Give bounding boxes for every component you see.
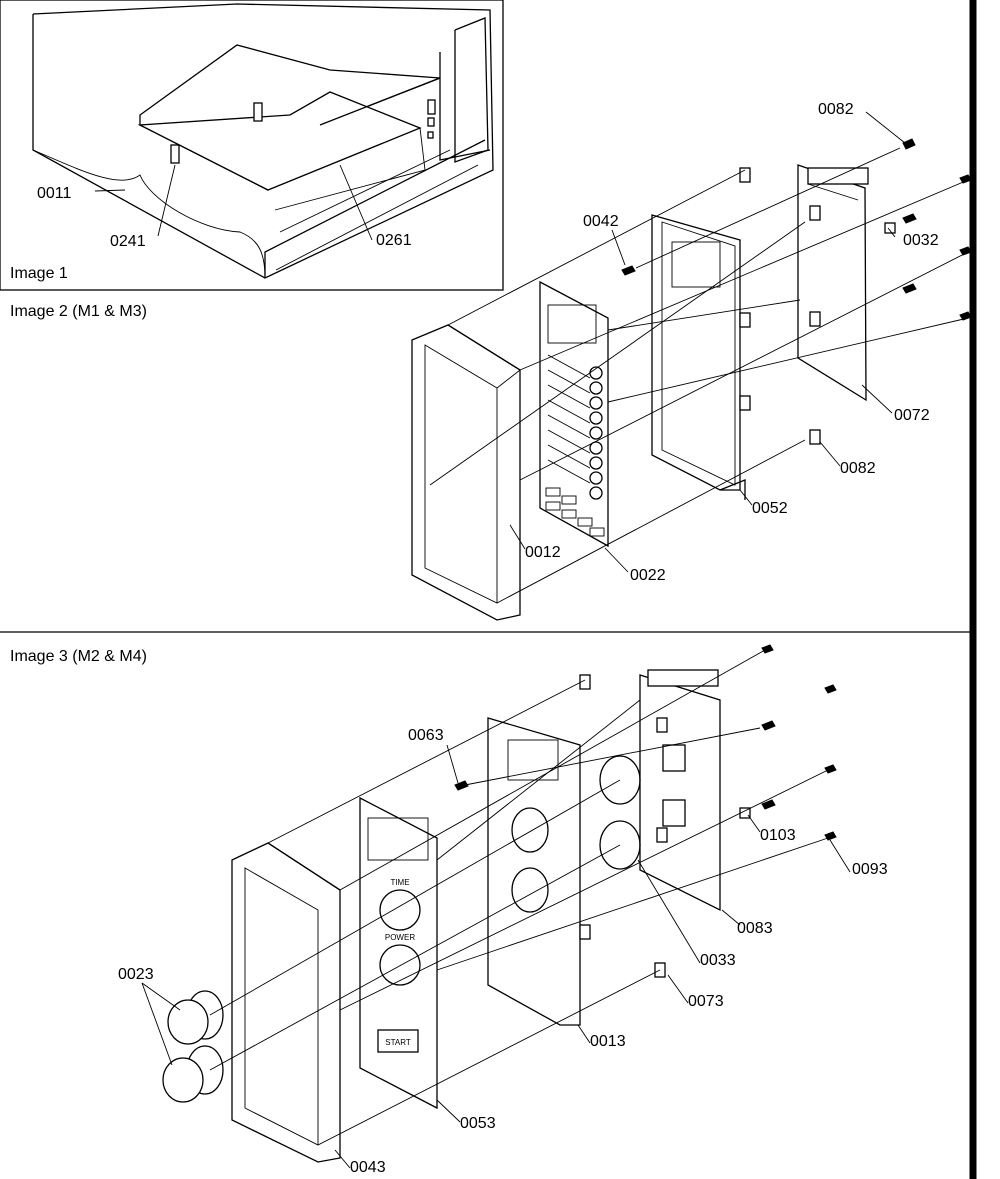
part-label-0012: 0012 xyxy=(525,544,561,561)
panel-text-time: TIME xyxy=(390,878,409,887)
knob-lower xyxy=(162,1045,224,1103)
part-label-0093: 0093 xyxy=(852,861,888,878)
image1-box xyxy=(0,0,504,291)
part-label-0082-bottom: 0082 xyxy=(840,460,876,477)
microwave-cabinet-drawing xyxy=(32,3,494,279)
keypad-assembly-drawing xyxy=(411,111,972,621)
knob-upper xyxy=(167,990,224,1045)
part-label-0013: 0013 xyxy=(590,1033,626,1050)
part-label-0042: 0042 xyxy=(583,213,619,230)
part-label-0053: 0053 xyxy=(460,1115,496,1132)
part-label-0023: 0023 xyxy=(118,966,154,983)
right-edge-bar xyxy=(969,0,977,1179)
part-label-0011: 0011 xyxy=(37,185,72,202)
part-label-0032: 0032 xyxy=(903,232,939,249)
panel-text-power: POWER xyxy=(385,933,415,942)
section-label-image1: Image 1 xyxy=(10,265,68,282)
part-label-0083: 0083 xyxy=(737,920,773,937)
part-label-0073: 0073 xyxy=(688,993,724,1010)
part-label-0063: 0063 xyxy=(408,727,444,744)
keypad-buttons xyxy=(545,354,605,537)
part-label-0241: 0241 xyxy=(110,233,146,250)
part-label-0261: 0261 xyxy=(376,232,412,249)
section-label-image3: Image 3 (M2 & M4) xyxy=(10,648,147,665)
dial-assembly-drawing: TIME POWER START xyxy=(141,644,851,1169)
part-label-0103: 0103 xyxy=(760,827,796,844)
part-label-0052: 0052 xyxy=(752,500,788,517)
frame xyxy=(0,0,977,1179)
section-label-image2: Image 2 (M1 & M3) xyxy=(10,303,147,320)
part-label-0022: 0022 xyxy=(630,567,666,584)
part-label-0033: 0033 xyxy=(700,952,736,969)
part-label-0072: 0072 xyxy=(894,407,930,424)
part-label-0082-top: 0082 xyxy=(818,101,854,118)
panel-text-start: START xyxy=(385,1038,411,1047)
part-label-0043: 0043 xyxy=(350,1159,386,1176)
